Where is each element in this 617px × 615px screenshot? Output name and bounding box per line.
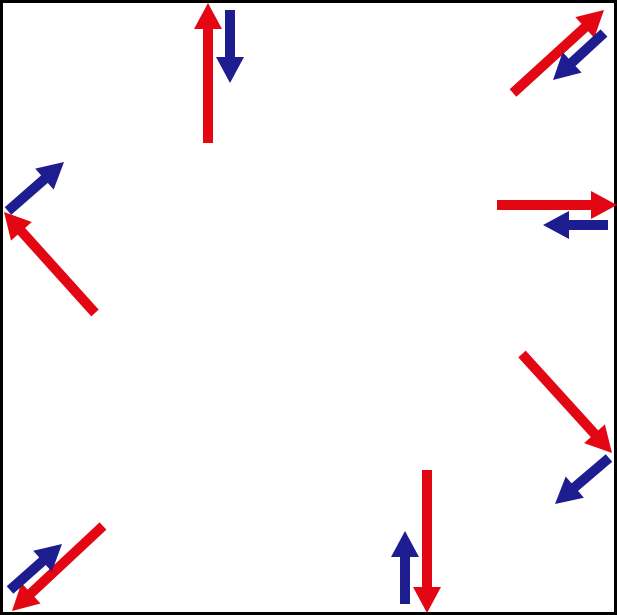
blue-arrow-top bbox=[216, 10, 244, 83]
red-arrow-top bbox=[194, 3, 222, 143]
red-arrow-top-right bbox=[509, 10, 604, 97]
red-arrow-left-shaft bbox=[16, 226, 99, 317]
red-arrow-lower-right-shaft bbox=[518, 350, 600, 439]
blue-arrow-top-right-shaft bbox=[567, 29, 608, 68]
arrow-layer bbox=[4, 3, 617, 613]
blue-arrow-bottom-left-head bbox=[33, 544, 62, 572]
blue-arrow-top-right-head bbox=[553, 52, 582, 80]
blue-arrow-right bbox=[543, 211, 608, 239]
red-arrow-left bbox=[4, 212, 99, 317]
red-arrow-bottom-head bbox=[413, 587, 441, 613]
red-arrow-bottom-left-shaft bbox=[26, 522, 107, 599]
blue-arrow-bottom-head bbox=[391, 531, 419, 557]
red-arrow-bottom-left-head bbox=[12, 583, 41, 611]
red-arrow-right bbox=[497, 191, 617, 219]
blue-arrow-top-head bbox=[216, 57, 244, 83]
blue-arrow-top-right bbox=[553, 29, 608, 80]
red-arrow-lower-right-head bbox=[584, 424, 612, 453]
blue-arrow-lower-right bbox=[555, 454, 613, 504]
red-arrow-bottom-left bbox=[12, 522, 107, 611]
red-arrow-left-head bbox=[4, 212, 32, 241]
blue-arrow-lower-right-shaft bbox=[570, 454, 613, 493]
red-arrow-right-head bbox=[591, 191, 617, 219]
blue-arrow-left bbox=[4, 162, 64, 215]
blue-arrow-lower-right-head bbox=[555, 476, 584, 504]
red-arrow-lower-right bbox=[518, 350, 612, 453]
blue-arrow-right-head bbox=[543, 211, 569, 239]
blue-arrow-bottom-left bbox=[6, 544, 62, 594]
red-arrow-top-right-head bbox=[575, 10, 604, 38]
red-arrow-top-head bbox=[194, 3, 222, 29]
red-arrow-bottom bbox=[413, 470, 441, 613]
blue-arrow-bottom-left-shaft bbox=[6, 556, 48, 594]
blue-arrow-left-head bbox=[35, 162, 64, 190]
blue-arrow-bottom bbox=[391, 531, 419, 604]
blue-arrow-left-shaft bbox=[4, 174, 50, 215]
red-arrow-top-right-shaft bbox=[509, 22, 590, 97]
